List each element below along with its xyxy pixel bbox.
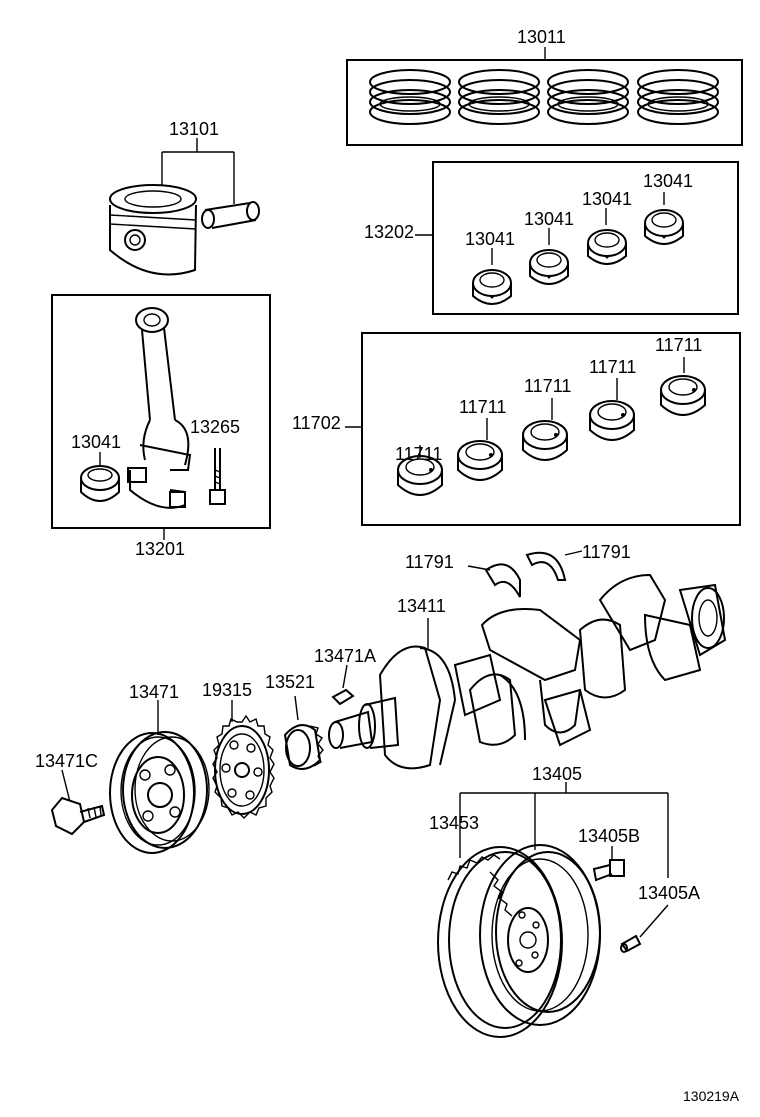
connecting-rod-set xyxy=(51,294,271,540)
label-main-bearing-5: 11711 xyxy=(655,335,703,355)
label-sprocket: 19315 xyxy=(202,680,253,700)
label-rod-bearing-set: 13202 xyxy=(364,222,415,242)
label-crank-key: 13471A xyxy=(314,646,377,666)
label-flywheel-bolt: 13405B xyxy=(578,826,641,846)
label-pulley-bolt: 13471C xyxy=(35,751,99,771)
label-timing-gear: 13521 xyxy=(265,672,316,692)
flywheel-bolt xyxy=(592,846,625,882)
label-main-bearing-set: 11702 xyxy=(292,413,341,433)
thrust-washers xyxy=(467,550,583,598)
label-main-bearing-3: 11711 xyxy=(524,376,572,396)
label-main-bearing-4: 11711 xyxy=(589,357,637,377)
label-ring-gear: 13453 xyxy=(429,813,480,833)
label-rod-bearing-a: 13041 xyxy=(465,229,516,249)
label-crank-pulley: 13471 xyxy=(129,682,180,702)
crank-key xyxy=(331,664,355,706)
label-connecting-rod: 13201 xyxy=(135,539,186,559)
label-flywheel-set: 13405 xyxy=(532,764,583,784)
crank-pulley xyxy=(109,700,210,854)
flywheel-pin xyxy=(620,904,669,953)
reference-code: 130219A xyxy=(683,1088,740,1104)
label-main-bearing-1: 11711 xyxy=(395,444,443,464)
rod-bearing-set xyxy=(415,161,739,315)
crankshaft xyxy=(328,573,727,770)
label-rod-bolt: 13265 xyxy=(190,417,241,437)
label-flywheel-pin: 13405A xyxy=(638,883,701,903)
sprocket xyxy=(212,700,275,819)
label-main-bearing-2: 11711 xyxy=(459,397,507,417)
main-bearing-set xyxy=(345,332,741,526)
piston xyxy=(109,138,260,276)
label-rod-bearing-d: 13041 xyxy=(643,171,694,191)
pulley-bolt xyxy=(50,769,106,836)
label-rod-bearing-b: 13041 xyxy=(524,209,575,229)
label-thrust-washer-right: 11791 xyxy=(582,542,631,562)
piston-ring-set xyxy=(346,47,743,146)
label-thrust-washer-left: 11791 xyxy=(405,552,454,572)
label-rod-bearing-c: 13041 xyxy=(582,189,633,209)
label-piston-rings: 13011 xyxy=(517,27,566,47)
label-crankshaft: 13411 xyxy=(397,596,446,616)
timing-gear xyxy=(283,695,324,770)
label-piston: 13101 xyxy=(169,119,220,139)
label-rod-bearing-rod: 13041 xyxy=(71,432,122,452)
flywheel-assembly xyxy=(437,782,669,1038)
